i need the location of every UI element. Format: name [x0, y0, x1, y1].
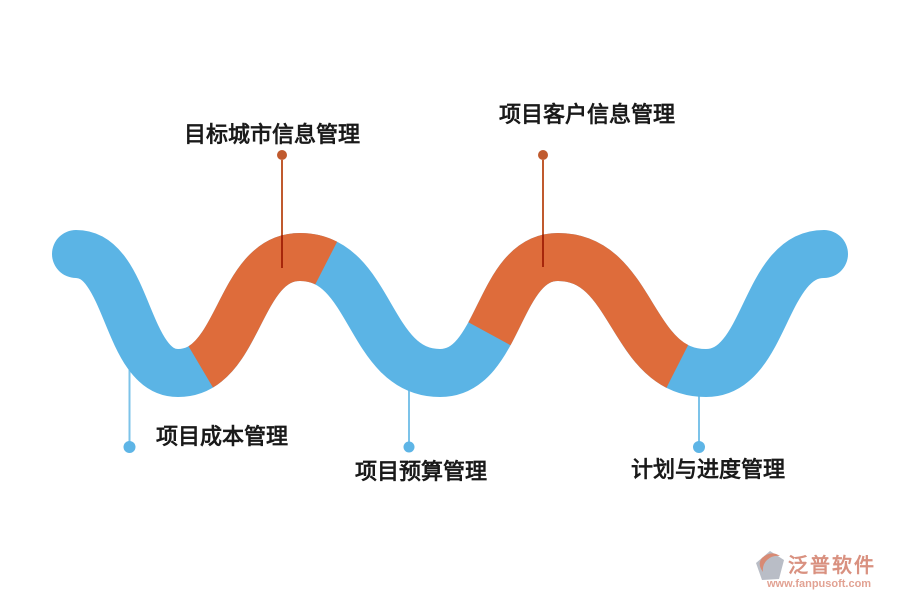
- dot-target-city: [277, 150, 287, 160]
- logo-brand-text: 泛普软件: [788, 553, 876, 577]
- wave-blue-path: [52, 230, 848, 398]
- top-connectors: [281, 160, 544, 268]
- logo-url-text: www.fanpusoft.com: [766, 578, 871, 590]
- label-project-budget: 项目预算管理: [355, 459, 487, 484]
- label-project-customer: 项目客户信息管理: [499, 102, 675, 127]
- dot-project-budget: [403, 441, 415, 453]
- label-plan-schedule: 计划与进度管理: [631, 457, 785, 482]
- dot-project-customer: [538, 150, 548, 160]
- connector-dots: [123, 150, 705, 453]
- label-project-cost: 项目成本管理: [156, 424, 288, 449]
- dot-project-cost: [123, 441, 136, 453]
- label-target-city: 目标城市信息管理: [184, 122, 360, 147]
- logo-mark-swoosh: [759, 553, 780, 572]
- logo-mark-icon: [756, 551, 784, 580]
- dot-plan-schedule: [693, 441, 705, 453]
- watermark-logo: 泛普软件 www.fanpusoft.com: [756, 551, 876, 590]
- labels: 目标城市信息管理 项目客户信息管理 项目成本管理 项目预算管理 计划与进度管理: [156, 102, 785, 484]
